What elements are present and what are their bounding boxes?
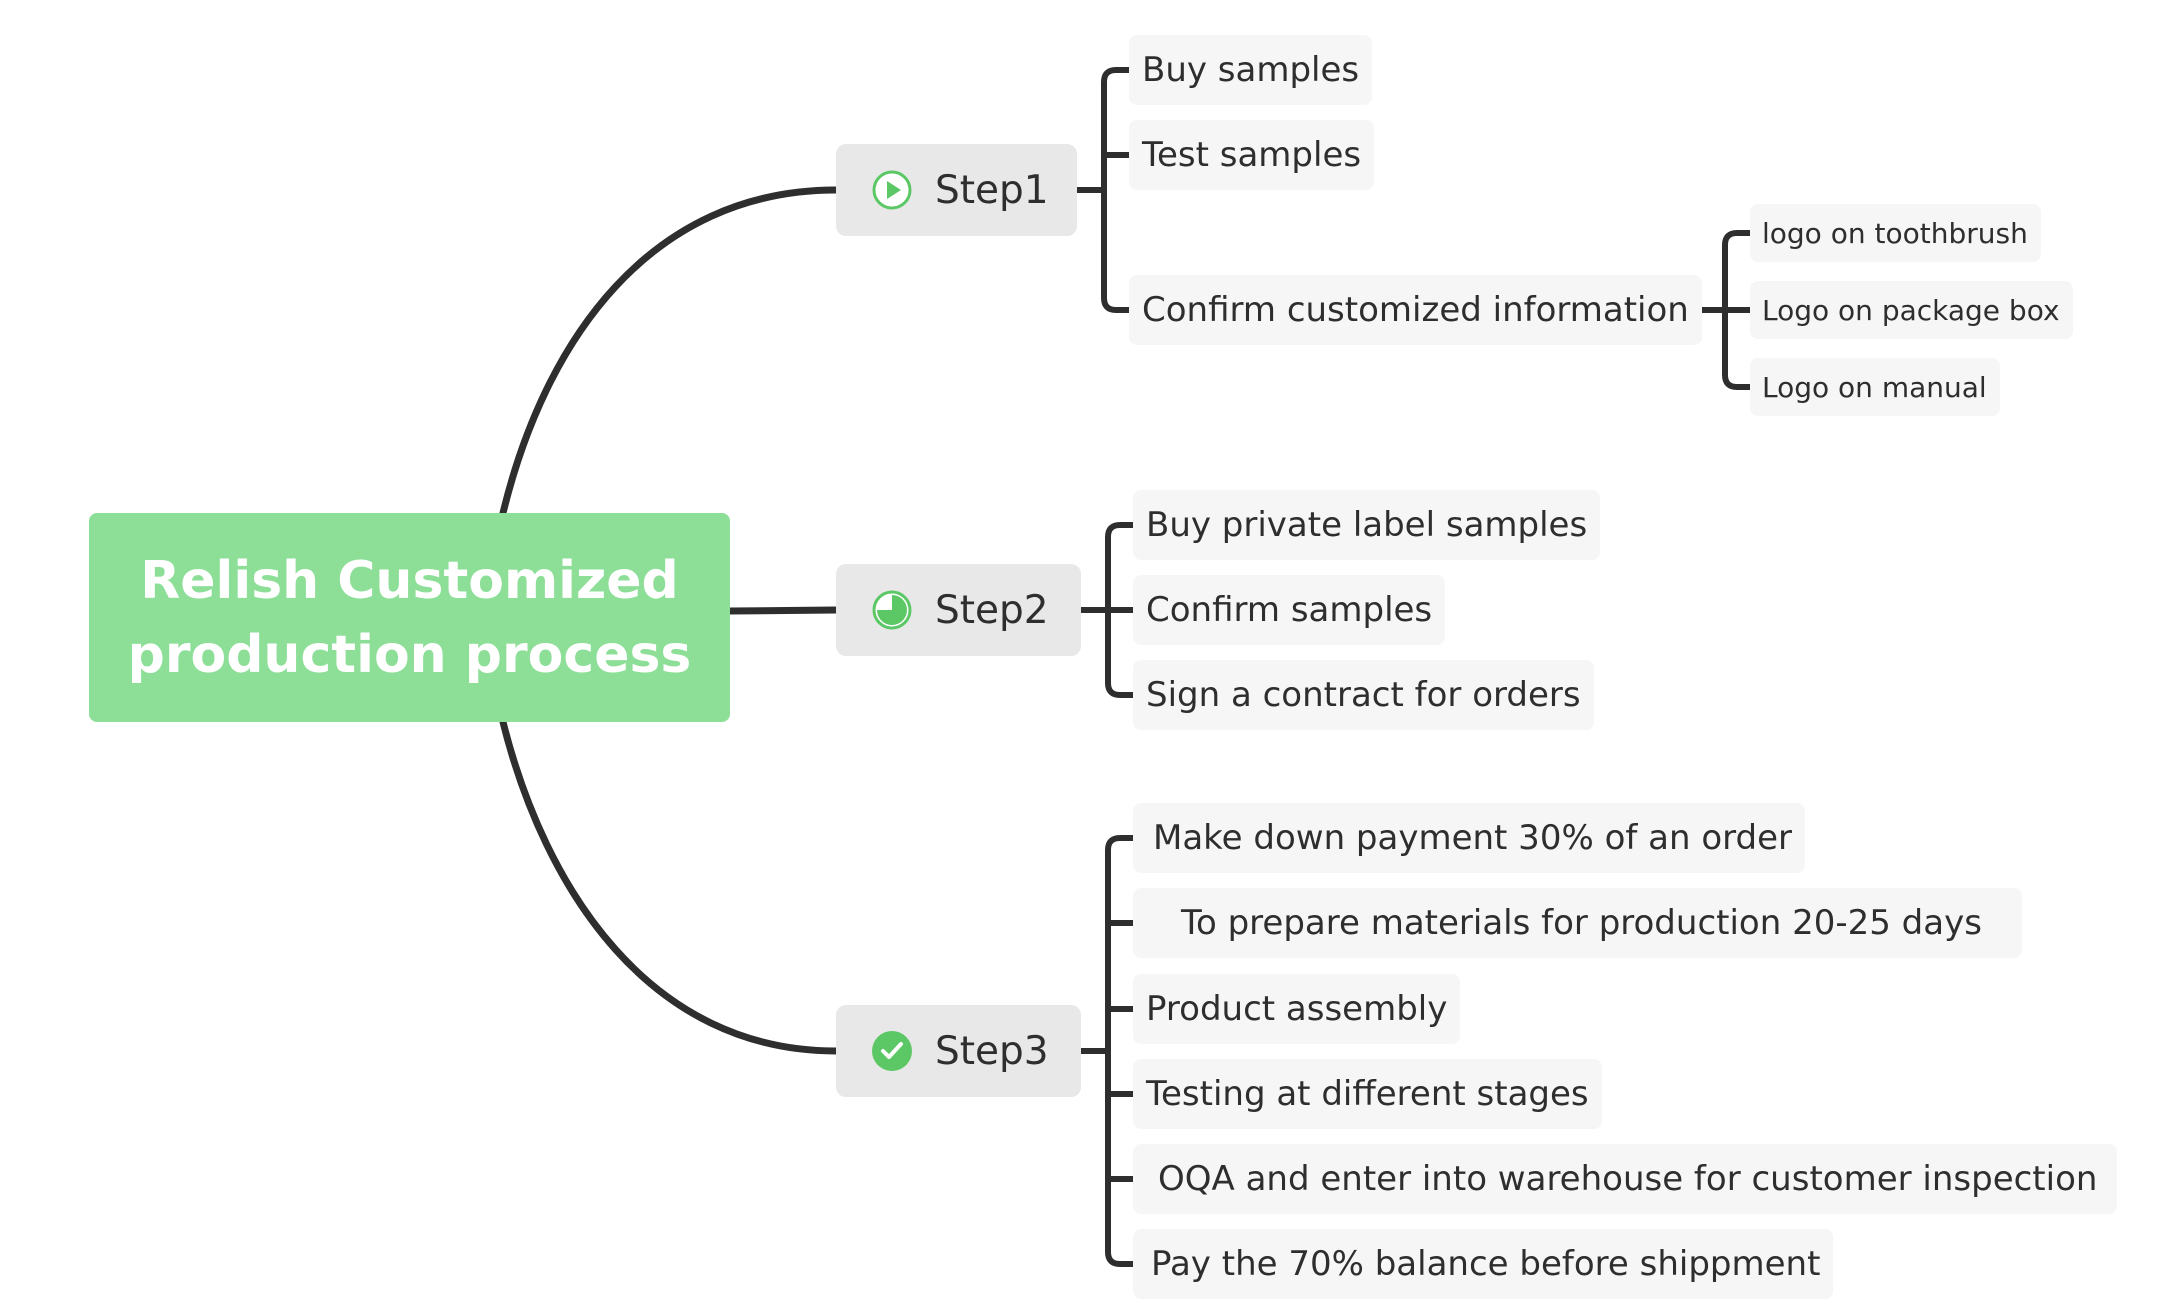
bracket-customized — [1697, 230, 1753, 390]
bracket-step1 — [1074, 67, 1132, 313]
central-topic[interactable]: Relish Customized production process — [89, 513, 730, 722]
customized-item-logo-toothbrush[interactable]: logo on toothbrush — [1750, 204, 2041, 262]
leaf-label: Logo on package box — [1762, 293, 2060, 327]
leaf-label: Make down payment 30% of an order — [1153, 818, 1792, 858]
connector-central-step3 — [499, 718, 840, 1055]
step3-item-pay-balance[interactable]: Pay the 70% balance before shippment — [1133, 1229, 1834, 1299]
step1-label: Step1 — [935, 167, 1049, 213]
step3-item-product-assembly[interactable]: Product assembly — [1133, 974, 1461, 1044]
bracket-step3 — [1078, 835, 1136, 1267]
step1-node[interactable]: Step1 — [836, 144, 1077, 236]
central-topic-line1: Relish Customized — [140, 550, 679, 611]
leaf-label: Confirm customized information — [1142, 290, 1689, 330]
leaf-label: Logo on manual — [1762, 370, 1987, 404]
step3-node[interactable]: Step3 — [836, 1005, 1081, 1097]
leaf-label: OQA and enter into warehouse for custome… — [1158, 1159, 2098, 1199]
leaf-label: To prepare materials for production 20-2… — [1181, 903, 1982, 943]
leaf-label: Buy samples — [1142, 50, 1360, 90]
step3-item-testing-stages[interactable]: Testing at different stages — [1133, 1059, 1602, 1129]
check-circle-icon — [872, 1031, 912, 1071]
step2-label: Step2 — [935, 587, 1049, 633]
central-topic-line2: production process — [127, 624, 692, 685]
leaf-label: Test samples — [1142, 135, 1362, 175]
step1-item-confirm-customized[interactable]: Confirm customized information — [1129, 275, 1702, 345]
connector-central-step1 — [499, 186, 840, 517]
step1-item-test-samples[interactable]: Test samples — [1129, 120, 1375, 190]
leaf-label: Buy private label samples — [1146, 505, 1588, 545]
leaf-label: Sign a contract for orders — [1146, 675, 1581, 715]
leaf-label: Testing at different stages — [1146, 1074, 1589, 1114]
customized-item-logo-manual[interactable]: Logo on manual — [1750, 358, 2000, 416]
play-circle-icon — [872, 170, 912, 210]
step3-item-down-payment[interactable]: Make down payment 30% of an order — [1133, 803, 1805, 873]
step3-label: Step3 — [935, 1028, 1049, 1074]
leaf-label: Confirm samples — [1146, 590, 1433, 630]
connector-central-step2 — [726, 606, 840, 615]
pie-progress-icon — [872, 590, 912, 630]
step2-item-buy-private-label[interactable]: Buy private label samples — [1133, 490, 1601, 560]
bracket-step2 — [1078, 522, 1136, 698]
customized-item-logo-package-box[interactable]: Logo on package box — [1750, 281, 2073, 339]
leaf-label: Product assembly — [1146, 989, 1448, 1029]
step2-item-sign-contract[interactable]: Sign a contract for orders — [1133, 660, 1594, 730]
leaf-label: Pay the 70% balance before shippment — [1151, 1244, 1821, 1284]
step1-item-buy-samples[interactable]: Buy samples — [1129, 35, 1373, 105]
step2-item-confirm-samples[interactable]: Confirm samples — [1133, 575, 1446, 645]
leaf-label: logo on toothbrush — [1762, 216, 2028, 250]
step3-item-oqa-warehouse[interactable]: OQA and enter into warehouse for custome… — [1133, 1144, 2118, 1214]
step3-item-prepare-materials[interactable]: To prepare materials for production 20-2… — [1133, 888, 2022, 958]
step2-node[interactable]: Step2 — [836, 564, 1081, 656]
